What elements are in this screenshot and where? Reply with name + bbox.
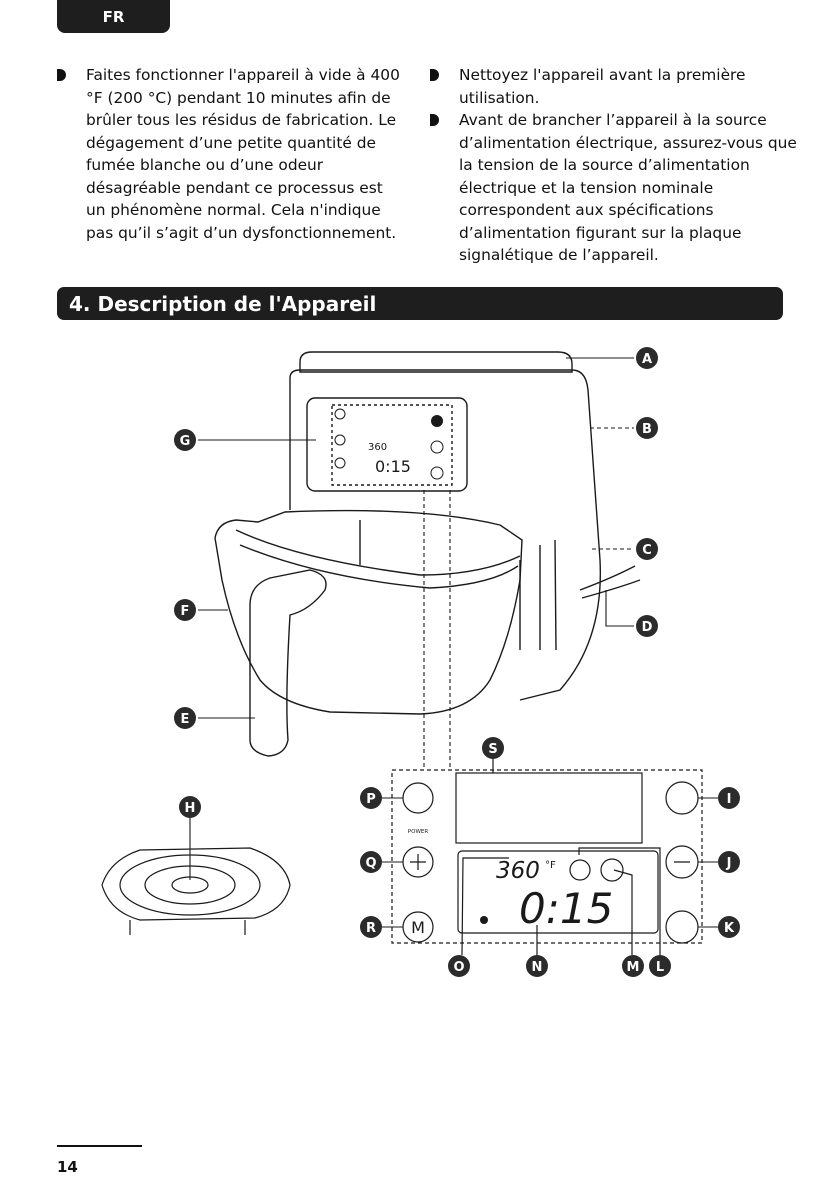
callout-h: H xyxy=(179,796,201,818)
svg-text:K: K xyxy=(724,921,735,936)
svg-text:S: S xyxy=(488,742,497,757)
air-fryer-body xyxy=(289,369,602,701)
language-label: FR xyxy=(102,7,125,26)
heat-icon xyxy=(569,859,591,881)
callout-b: B xyxy=(636,417,658,439)
footer-rule xyxy=(57,1145,142,1147)
fan-icon xyxy=(600,858,624,882)
page-number: 14 xyxy=(57,1158,78,1176)
svg-text:P: P xyxy=(366,792,376,807)
callout-s: S xyxy=(482,737,504,759)
small-time: 0:15 xyxy=(375,457,411,476)
section-heading: 4. Description de l'Appareil xyxy=(57,287,783,320)
callout-k: K xyxy=(718,916,740,938)
svg-text:N: N xyxy=(532,960,543,975)
bullet-text: Nettoyez l'appareil avant la première ut… xyxy=(459,66,746,107)
start-pause-button xyxy=(665,910,699,944)
time-display: 0:15 xyxy=(519,884,613,933)
temp-time-button xyxy=(665,781,699,815)
air-fryer-top xyxy=(299,351,573,373)
left-column: Faites fonctionner l'appareil à vide à 4… xyxy=(57,64,402,244)
language-tab: FR xyxy=(57,0,170,33)
callout-m: M xyxy=(622,955,644,977)
callout-e: E xyxy=(174,707,196,729)
bullet-text: Avant de brancher l’appareil à la source… xyxy=(459,111,797,264)
callout-o: O xyxy=(448,955,470,977)
callout-j: J xyxy=(718,851,740,873)
right-column: Nettoyez l'appareil avant la première ut… xyxy=(430,64,800,267)
callout-i: I xyxy=(718,787,740,809)
menu-label: M xyxy=(411,918,425,937)
appliance-diagram: 360 0:15 POWER xyxy=(101,347,740,977)
power-label: POWER xyxy=(408,829,429,835)
svg-text:J: J xyxy=(726,856,732,871)
callout-c: C xyxy=(636,538,658,560)
svg-text:M: M xyxy=(627,960,640,975)
svg-text:F: F xyxy=(181,604,190,619)
svg-text:R: R xyxy=(366,921,376,936)
svg-text:L: L xyxy=(656,960,664,975)
bullet-marker xyxy=(430,114,435,126)
svg-text:I: I xyxy=(727,792,732,807)
bullet-item: Faites fonctionner l'appareil à vide à 4… xyxy=(57,64,402,244)
svg-text:D: D xyxy=(642,620,653,635)
callout-p: P xyxy=(360,787,382,809)
section-title: 4. Description de l'Appareil xyxy=(69,291,377,316)
svg-text:H: H xyxy=(185,801,196,816)
svg-text:G: G xyxy=(180,434,191,449)
callout-f: F xyxy=(174,599,196,621)
callout-g: G xyxy=(174,429,196,451)
bullet-marker xyxy=(57,69,62,81)
bullet-item: Avant de brancher l’appareil à la source… xyxy=(430,109,800,267)
temperature-unit: °F xyxy=(545,860,556,871)
svg-text:O: O xyxy=(453,960,464,975)
svg-text:C: C xyxy=(642,543,652,558)
callout-a: A xyxy=(636,347,658,369)
svg-text:B: B xyxy=(642,422,652,437)
callout-q: Q xyxy=(360,851,382,873)
temperature-display: 360 xyxy=(496,858,540,884)
svg-text:A: A xyxy=(642,352,652,367)
bullet-item: Nettoyez l'appareil avant la première ut… xyxy=(430,64,800,109)
bullet-text: Faites fonctionner l'appareil à vide à 4… xyxy=(86,66,400,242)
power-cord xyxy=(579,565,641,599)
control-panel-detail xyxy=(391,757,703,956)
small-temperature: 360 xyxy=(368,442,387,453)
svg-text:E: E xyxy=(181,712,190,727)
power-button xyxy=(402,782,434,814)
control-panel-outline xyxy=(306,397,468,492)
basket xyxy=(214,509,523,715)
callout-n: N xyxy=(526,955,548,977)
callout-l: L xyxy=(649,955,671,977)
callout-d: D xyxy=(636,615,658,637)
crisper-plate xyxy=(101,847,291,935)
svg-text:Q: Q xyxy=(365,856,376,871)
callout-r: R xyxy=(360,916,382,938)
basket-handle xyxy=(249,569,327,757)
bullet-marker xyxy=(430,69,435,81)
